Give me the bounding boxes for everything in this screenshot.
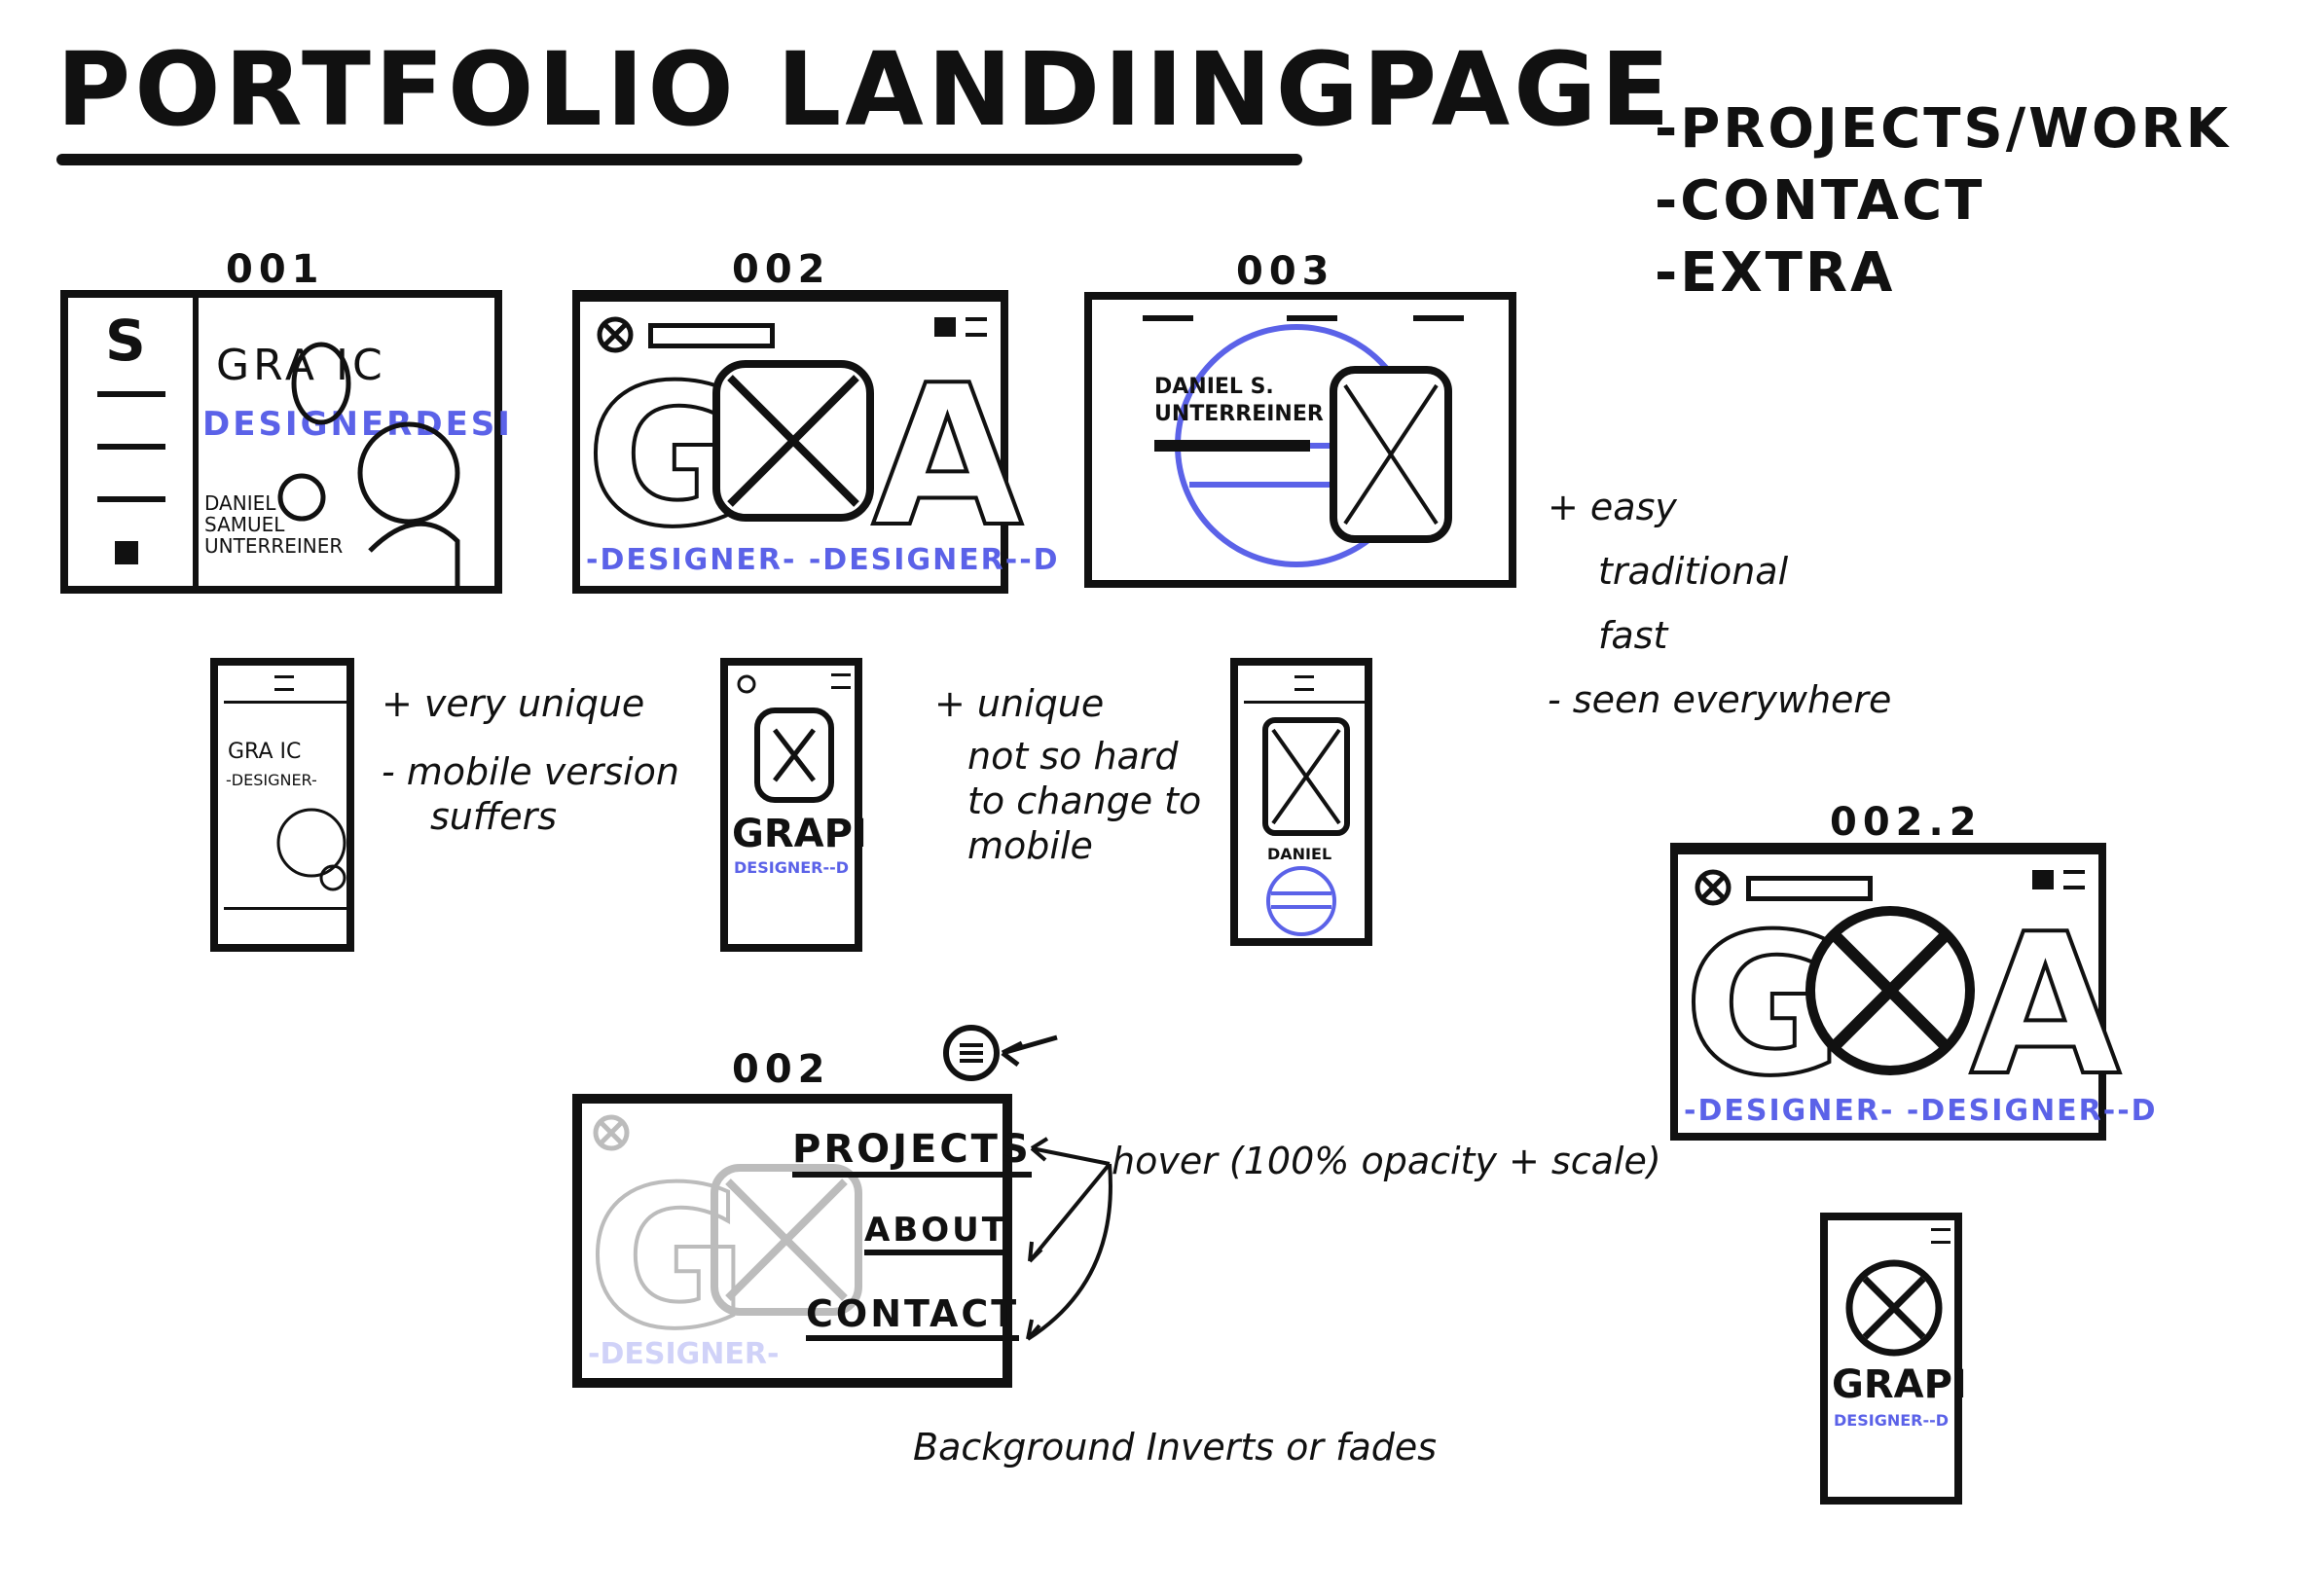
designer-ticker: -DESIGNER- -DESIGNER--D: [586, 543, 1060, 577]
designer-ticker: DESIGNER--D: [734, 858, 849, 877]
hover-arrows: [1012, 1135, 1119, 1349]
note-line: + unique: [934, 681, 1201, 726]
sketch-001-frame: S GRA IC DESIGNERDESI DANIEL SAMUEL UNTE…: [60, 290, 502, 594]
square-icon: [2032, 870, 2054, 889]
headline: GRA IC: [228, 740, 301, 764]
sketch-0022-label: 002.2: [1830, 800, 1983, 845]
image-placeholder-icon: [753, 707, 835, 804]
hamburger-icon: [1294, 675, 1314, 691]
note-line: - seen everywhere: [1548, 677, 1891, 722]
divider: [224, 701, 348, 704]
note-background: Background Inverts or fades: [913, 1425, 1437, 1469]
menu-item-contact[interactable]: CONTACT: [806, 1292, 1019, 1341]
note-hover: hover (100% opacity + scale): [1112, 1139, 1661, 1183]
note-001: + very unique - mobile version suffers: [382, 681, 679, 839]
sketch-001-label: 001: [226, 247, 325, 292]
mobile-0022-frame: GRAPI DESIGNER--D: [1820, 1213, 1962, 1505]
image-placeholder-icon: [1261, 716, 1351, 837]
close-x-icon: [736, 673, 757, 695]
name-block: DANIEL S. UNTERREINER: [1154, 374, 1324, 428]
requirements-list: -PROJECTS/WORK -CONTACT -EXTRA: [1655, 93, 2231, 309]
designer-ticker: -DESIGNER-: [226, 771, 317, 789]
designer-ticker: -DESIGNER-: [588, 1337, 779, 1371]
sketch-002-menu-frame: G -DESIGNER- PROJECTS ABOUT CONTACT: [572, 1094, 1012, 1388]
nav-line-icon: [97, 444, 165, 450]
text-bar: [1154, 440, 1310, 452]
hamburger-icon: [966, 317, 987, 337]
note-line: + easy: [1548, 485, 1891, 529]
name-line: UNTERREINER: [1154, 401, 1324, 428]
nav-line-icon: [97, 391, 165, 397]
sketch-002-label: 002: [732, 247, 831, 292]
note-line: + very unique: [382, 681, 679, 726]
name-line: DANIEL: [1267, 845, 1331, 863]
note-line: - mobile version: [382, 749, 679, 794]
title-underline: [56, 154, 1302, 165]
mobile-001-frame: GRA IC -DESIGNER-: [210, 658, 354, 952]
sketch-002-frame: G A -DESIGNER- -DESIGNER--D: [572, 290, 1008, 594]
hamburger-icon: [2063, 870, 2085, 889]
name-line: DANIEL S.: [1154, 374, 1324, 401]
note-line: traditional: [1548, 549, 1891, 594]
note-line: not so hard: [934, 734, 1201, 779]
hamburger-icon: [831, 673, 851, 689]
square-icon: [115, 541, 138, 564]
note-line: fast: [1548, 613, 1891, 658]
logo-mark: S: [105, 308, 146, 374]
square-icon: [934, 317, 956, 337]
sketch-002-menu-label: 002: [732, 1047, 831, 1092]
requirement-item: -PROJECTS/WORK: [1655, 93, 2231, 165]
requirement-item: -EXTRA: [1655, 237, 2231, 309]
headline: GRAPI: [1832, 1362, 1967, 1407]
menu-item-about[interactable]: ABOUT: [864, 1211, 1007, 1255]
nav-line-icon: [97, 496, 165, 502]
sketch-0022-frame: G A -DESIGNER- -DESIGNER--D: [1670, 843, 2106, 1141]
note-line: suffers: [382, 794, 679, 839]
divider: [1244, 701, 1367, 704]
image-placeholder-icon: [711, 358, 876, 524]
designer-ticker: -DESIGNER- -DESIGNER--D: [1684, 1094, 2158, 1128]
note-003: + easy traditional fast - seen everywher…: [1548, 485, 1891, 722]
big-letter: A: [1970, 909, 2121, 1104]
menu-item-projects[interactable]: PROJECTS: [792, 1127, 1032, 1178]
designer-ticker: DESIGNER--D: [1834, 1411, 1949, 1430]
hamburger-icon: [274, 675, 294, 691]
image-placeholder-circle-icon: [1803, 903, 1978, 1078]
balloon-doodle: [267, 792, 348, 899]
divider: [224, 907, 348, 910]
note-002: + unique not so hard to change to mobile: [934, 681, 1201, 868]
blue-circle-shape: [1258, 862, 1345, 940]
menu-button-callout: [940, 1022, 1067, 1084]
requirement-item: -CONTACT: [1655, 165, 2231, 237]
headline: GRAPI: [732, 812, 867, 856]
note-line: mobile: [934, 823, 1201, 868]
hamburger-icon: [1931, 1228, 1951, 1244]
balloon-doodle: [263, 327, 506, 590]
mobile-003-frame: DANIEL: [1230, 658, 1372, 946]
note-line: to change to: [934, 779, 1201, 823]
page-title: PORTFOLIO LANDIINGPAGE: [56, 39, 1674, 140]
sketch-003-frame: DANIEL S. UNTERREINER: [1084, 292, 1516, 588]
sidebar-divider: [193, 298, 199, 586]
sketch-003-label: 003: [1236, 249, 1335, 294]
big-letter: A: [872, 360, 1023, 555]
image-placeholder-circle-icon: [1841, 1255, 1947, 1360]
mobile-002-frame: GRAPI DESIGNER--D: [720, 658, 862, 952]
image-placeholder-icon: [1328, 364, 1454, 545]
